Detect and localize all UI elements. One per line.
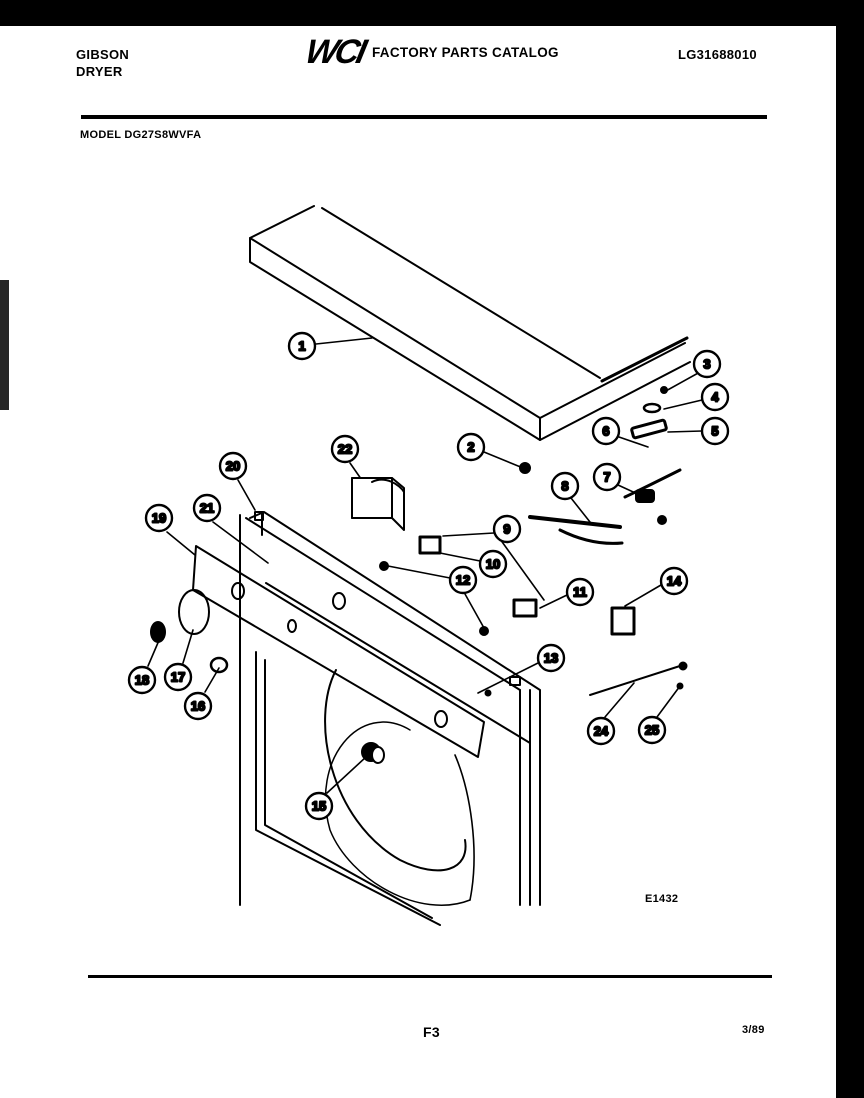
diagram-reference-code: E1432 (645, 893, 679, 905)
svg-text:5: 5 (711, 424, 718, 439)
svg-text:2: 2 (467, 440, 474, 455)
callout-16: 16 (183, 691, 213, 721)
svg-text:6: 6 (602, 424, 609, 439)
svg-text:17: 17 (171, 670, 185, 685)
leader-lines (147, 337, 703, 794)
catalog-title: FACTORY PARTS CATALOG (372, 45, 559, 60)
small-parts (150, 386, 688, 764)
svg-text:1: 1 (298, 339, 305, 354)
scan-edge-artifact (0, 280, 9, 410)
callout-4: 4 (700, 382, 730, 412)
catalog-date: 3/89 (742, 1024, 765, 1036)
callout-24: 24 (586, 716, 616, 746)
svg-text:24: 24 (594, 724, 609, 739)
product-type: DRYER (76, 64, 123, 79)
callout-5: 5 (700, 416, 730, 446)
callout-2: 2 (456, 432, 486, 462)
svg-text:11: 11 (573, 585, 587, 600)
svg-text:22: 22 (338, 442, 352, 457)
svg-text:10: 10 (486, 557, 500, 572)
brand-name: GIBSON (76, 47, 130, 62)
catalog-page (0, 26, 836, 1098)
part-top-panel (249, 205, 691, 441)
callout-11: 11 (565, 577, 595, 607)
svg-text:20: 20 (226, 459, 240, 474)
svg-text:4: 4 (711, 390, 719, 405)
brand-block: GIBSON DRYER (76, 46, 129, 80)
header-divider (81, 115, 767, 119)
callout-6: 6 (591, 416, 621, 446)
callout-3: 3 (692, 349, 722, 379)
callout-9: 9 (492, 514, 522, 544)
callout-10: 10 (478, 549, 508, 579)
callouts: 1 2 3 4 5 6 7 8 9 10 11 12 13 14 15 16 1… (127, 331, 730, 821)
callout-14: 14 (659, 566, 689, 596)
callout-25: 25 (637, 715, 667, 745)
part-control-panel (192, 545, 531, 758)
svg-text:3: 3 (703, 357, 710, 372)
callout-17: 17 (163, 662, 193, 692)
callout-13: 13 (536, 643, 566, 673)
svg-text:16: 16 (191, 699, 205, 714)
svg-text:9: 9 (503, 522, 510, 537)
svg-text:7: 7 (603, 470, 610, 485)
svg-text:14: 14 (667, 574, 682, 589)
callout-1: 1 (287, 331, 317, 361)
callout-15: 15 (304, 791, 334, 821)
svg-text:18: 18 (135, 673, 149, 688)
footer-divider (88, 975, 772, 978)
svg-text:21: 21 (200, 501, 214, 516)
svg-text:8: 8 (561, 479, 568, 494)
catalog-number: LG31688010 (678, 47, 757, 62)
callout-8: 8 (550, 471, 580, 501)
callout-7: 7 (592, 462, 622, 492)
svg-text:19: 19 (152, 511, 166, 526)
model-number: MODEL DG27S8WVFA (80, 129, 202, 141)
page-code: F3 (423, 1024, 440, 1040)
svg-text:12: 12 (456, 573, 470, 588)
svg-text:13: 13 (544, 651, 558, 666)
callout-12: 12 (448, 565, 478, 595)
svg-text:25: 25 (645, 723, 659, 738)
callout-22: 22 (330, 434, 360, 464)
callout-18: 18 (127, 665, 157, 695)
part-front-panel (239, 511, 541, 926)
callout-21: 21 (192, 493, 222, 523)
svg-text:15: 15 (312, 799, 326, 814)
callout-20: 20 (218, 451, 248, 481)
callout-19: 19 (144, 503, 174, 533)
